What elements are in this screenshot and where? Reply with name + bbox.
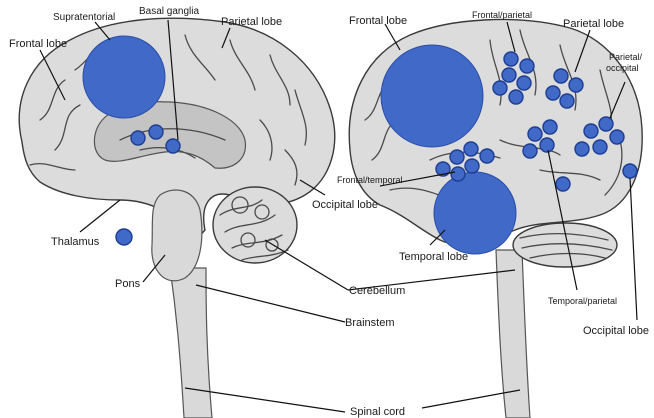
basal-ganglia-lesion xyxy=(149,125,163,139)
label-parietal-lobe-right: Parietal lobe xyxy=(563,18,624,30)
label-spinal-cord: Spinal cord xyxy=(350,406,405,418)
label-parietal-occipital-line1: Parietal/ xyxy=(609,52,643,62)
label-parietal-occipital-line2: occipital xyxy=(606,63,639,73)
label-thalamus: Thalamus xyxy=(51,236,100,248)
pons-shape xyxy=(152,190,202,281)
thalamus-lesion xyxy=(116,229,132,245)
label-pons: Pons xyxy=(115,278,141,290)
label-frontal-lobe-right: Frontal lobe xyxy=(349,15,407,27)
label-parietal-occipital: Parietal/ occipital xyxy=(606,52,645,73)
temporal-lobe-lesion xyxy=(434,172,516,254)
spinal-cord-left xyxy=(170,268,212,418)
label-frontal-lobe-left: Frontal lobe xyxy=(9,38,67,50)
label-supratentorial: Supratentorial xyxy=(53,12,115,23)
label-temporal-lobe: Temporal lobe xyxy=(399,251,468,263)
label-temporal-parietal: Temporal/parietal xyxy=(548,296,617,306)
basal-ganglia-lesion xyxy=(131,131,145,145)
label-frontal-parietal: Frontal/parietal xyxy=(472,10,532,20)
label-basal-ganglia: Basal ganglia xyxy=(139,6,199,17)
label-parietal-lobe-left: Parietal lobe xyxy=(221,16,282,28)
occipital-lobe-lesion xyxy=(623,164,637,178)
sagittal-brain xyxy=(19,18,334,418)
label-brainstem: Brainstem xyxy=(345,317,395,329)
frontal-lobe-lesion xyxy=(381,45,483,147)
label-cerebellum: Cerebellum xyxy=(349,285,405,297)
spinal-cord-right xyxy=(496,250,530,418)
label-occipital-lobe-right: Occipital lobe xyxy=(583,325,649,337)
label-occipital-lobe-left: Occipital lobe xyxy=(312,199,378,211)
supratentorial-lesion xyxy=(83,36,165,118)
basal-ganglia-lesion xyxy=(166,139,180,153)
temporal-parietal-lesion xyxy=(556,177,570,191)
label-frontal-temporal: Frontal/temporal xyxy=(337,175,403,185)
